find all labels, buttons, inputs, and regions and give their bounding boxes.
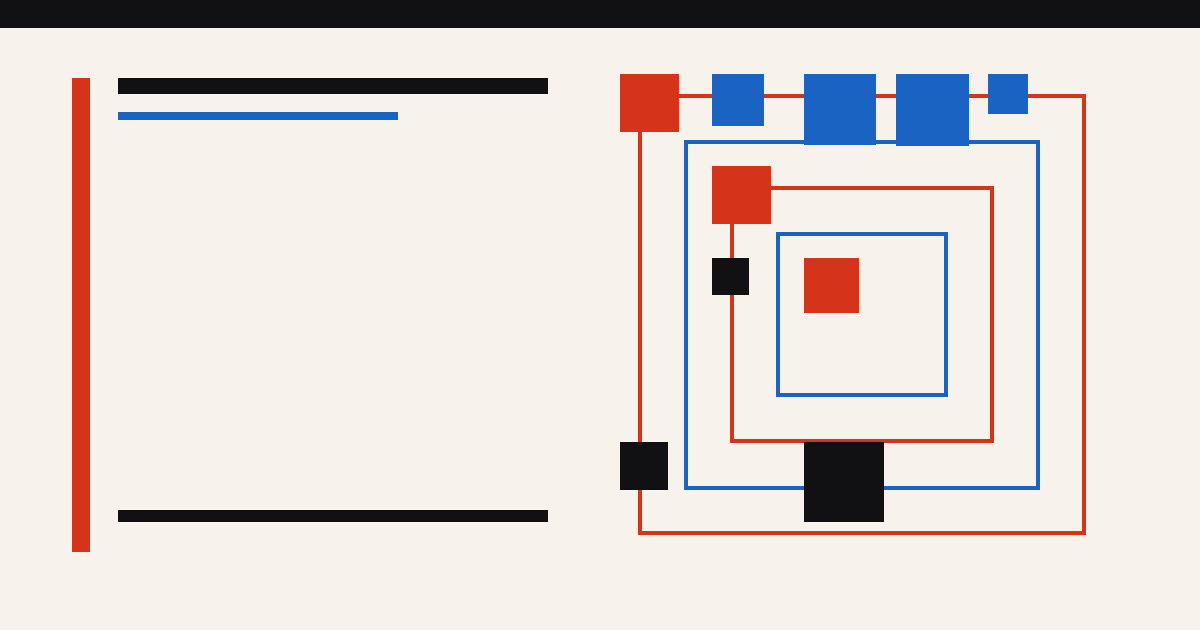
blue-square-2 bbox=[804, 74, 876, 145]
blue-square-3 bbox=[896, 74, 969, 146]
black-square-bottom-left bbox=[620, 442, 668, 490]
red-square-center bbox=[804, 258, 859, 313]
inner-blue-frame bbox=[776, 232, 948, 397]
blue-square-4 bbox=[988, 74, 1028, 114]
black-square-small bbox=[712, 258, 749, 295]
blue-accent-line bbox=[118, 112, 398, 120]
red-vertical-rule bbox=[72, 78, 90, 552]
inner-red-frame bbox=[730, 186, 994, 443]
black-top-line bbox=[118, 78, 548, 94]
top-bar bbox=[0, 0, 1200, 28]
black-block-bottom bbox=[804, 442, 884, 522]
blue-square-1 bbox=[712, 74, 764, 126]
red-square-top-left bbox=[620, 74, 679, 132]
red-square-middle bbox=[712, 166, 771, 224]
black-bottom-line bbox=[118, 510, 548, 522]
